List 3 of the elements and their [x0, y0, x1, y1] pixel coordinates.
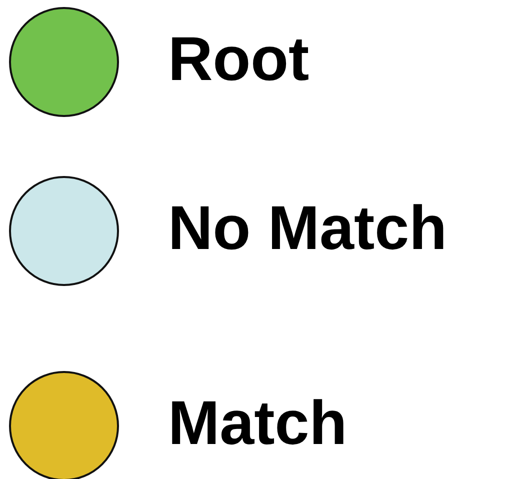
legend-label: Match	[168, 388, 348, 460]
legend-label: No Match	[168, 193, 447, 265]
legend-label: Root	[168, 24, 310, 96]
